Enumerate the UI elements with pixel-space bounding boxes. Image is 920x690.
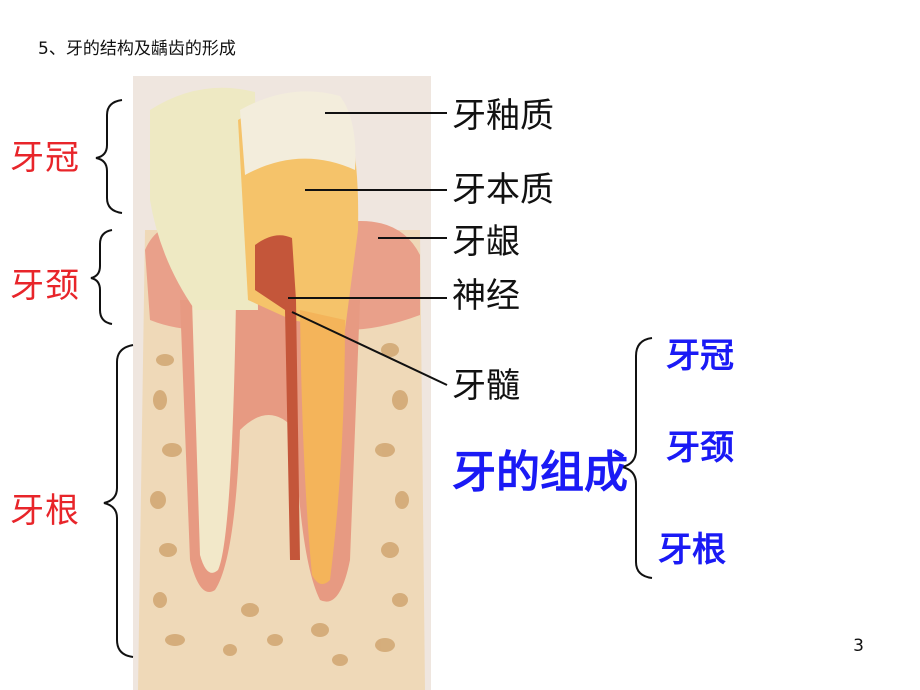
root-dentin-right [300, 310, 345, 584]
region-label-root: 牙根 [10, 491, 80, 531]
gum-tissue-right [345, 220, 420, 330]
page-number: 3 [853, 636, 864, 656]
leader-lines [288, 112, 448, 386]
root-dentin-left [192, 300, 236, 573]
region-braces [90, 99, 134, 658]
part-label-enamel: 牙釉质 [452, 96, 554, 136]
part-label-dentin: 牙本质 [452, 170, 554, 210]
region-label-neck: 牙颈 [10, 266, 80, 306]
composition-title: 牙的组成 [452, 447, 628, 498]
part-label-pulp: 牙髓 [452, 366, 520, 406]
composition-item-root: 牙根 [658, 530, 726, 570]
leader-pulp [291, 311, 448, 386]
slide-heading: 5、牙的结构及龋齿的形成 [38, 39, 236, 59]
region-label-crown: 牙冠 [10, 138, 80, 178]
brace-root [103, 344, 134, 658]
bone-texture [150, 343, 409, 666]
brace-crown [95, 99, 123, 214]
part-label-nerve: 神经 [452, 276, 520, 316]
composition-item-neck: 牙颈 [666, 428, 734, 468]
crown-enamel-left [150, 87, 258, 310]
part-label-gum: 牙龈 [452, 222, 520, 262]
brace-neck [90, 229, 113, 325]
composition-item-crown: 牙冠 [666, 336, 734, 376]
composition-brace [621, 337, 653, 579]
pulp-chamber [255, 235, 300, 560]
